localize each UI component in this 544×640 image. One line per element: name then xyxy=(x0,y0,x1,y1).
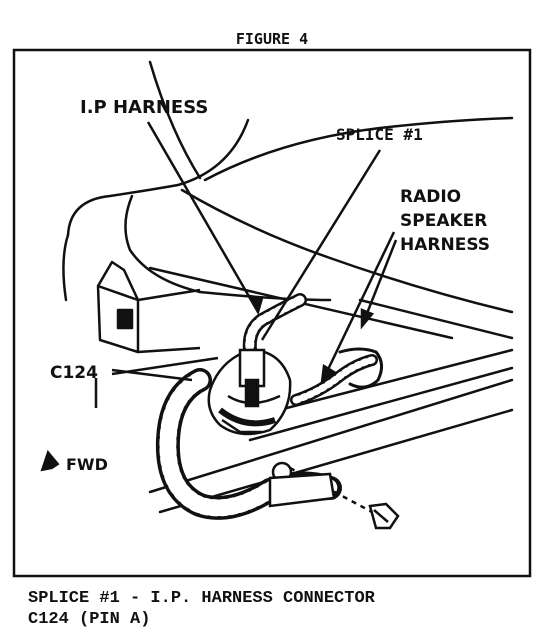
label-ip-harness: I.P HARNESS xyxy=(80,97,208,118)
figure-frame xyxy=(12,48,532,578)
mounting-screw xyxy=(268,461,400,530)
label-c124: C124 xyxy=(50,363,98,383)
figure-title: FIGURE 4 xyxy=(235,30,309,48)
mounting-bracket xyxy=(96,260,201,354)
label-radio-line2: SPEAKER xyxy=(400,211,487,231)
label-radio-line1: RADIO xyxy=(400,187,461,207)
radio-speaker-harness xyxy=(290,347,383,406)
label-splice: SPLICE #1 xyxy=(336,125,423,144)
label-fwd: FWD xyxy=(66,455,108,474)
connector-c124 xyxy=(207,348,292,436)
caption-line-1: SPLICE #1 - I.P. HARNESS CONNECTOR xyxy=(28,589,375,608)
label-radio-line3: HARNESS xyxy=(400,235,490,255)
leader-lines xyxy=(94,121,398,408)
fwd-arrow-icon xyxy=(40,449,60,472)
caption-line-2: C124 (PIN A) xyxy=(28,610,151,629)
dashboard-outline xyxy=(62,60,514,340)
figure-caption: SPLICE #1 - I.P. HARNESS CONNECTOR C124 … xyxy=(28,588,375,630)
